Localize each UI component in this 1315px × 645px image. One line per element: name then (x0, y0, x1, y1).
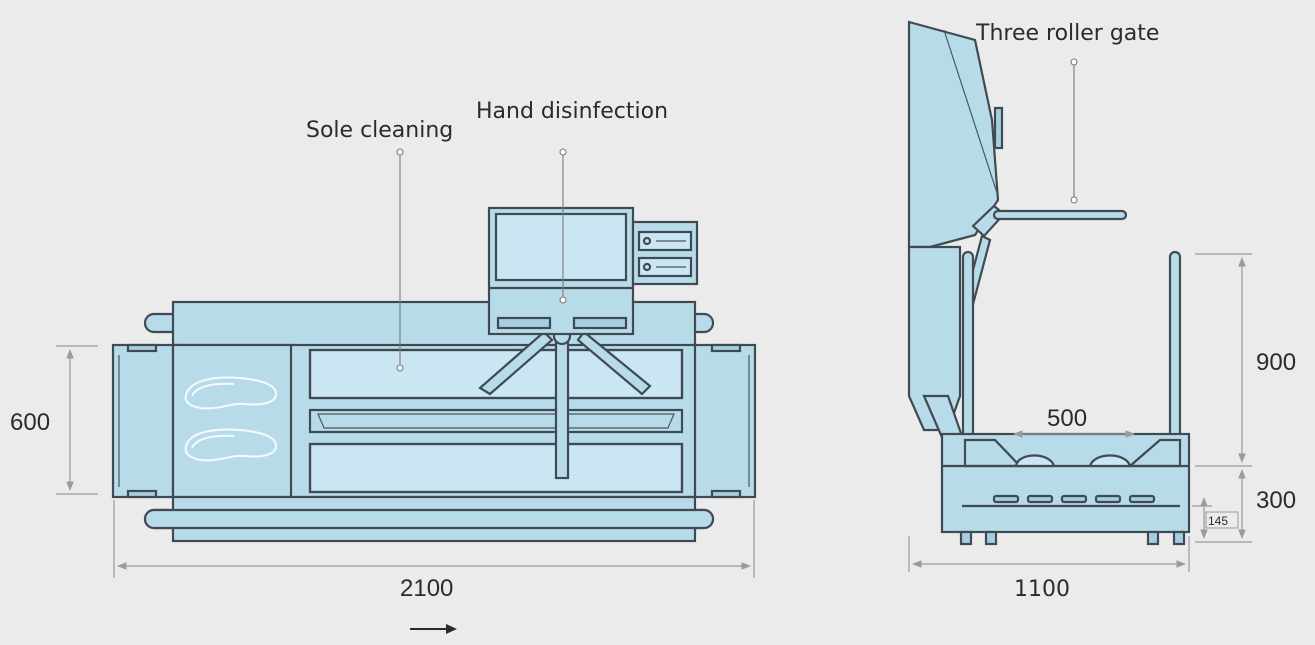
roller-spacing-dimension: 500 (1047, 405, 1087, 432)
roller (1014, 454, 1056, 468)
sole-cleaning-tray-lower (308, 442, 684, 494)
base-height-dimension: 300 (1256, 487, 1296, 514)
leveling-foot (1172, 530, 1186, 546)
three-roller-gate-label: Three roller gate (975, 21, 1159, 46)
leveling-foot (959, 530, 973, 546)
disinfection-chamber (494, 212, 628, 282)
nozzle-slot (496, 316, 552, 330)
walk-direction-arrow-icon (446, 624, 457, 634)
dry-zone (171, 343, 293, 499)
roller (1088, 454, 1132, 468)
top-view: Sole cleaning Hand disinfection 600 2100 (10, 99, 757, 634)
step-height-dimension: 145 (1208, 514, 1228, 528)
ramp-clip (126, 489, 158, 499)
nozzle-slot (572, 316, 628, 330)
exit-ramp (691, 343, 757, 499)
leveling-foot (984, 530, 998, 546)
center-channel (308, 408, 684, 434)
depth-dimension: 1100 (1014, 577, 1070, 602)
footprint-icon (184, 376, 277, 462)
turnstile-arm (992, 209, 1128, 221)
side-view: Three roller gate 500 900 300 145 1100 (907, 20, 1296, 602)
handrail-height-dimension: 900 (1256, 349, 1296, 376)
sole-cleaning-label: Sole cleaning (306, 118, 453, 143)
leveling-foot (1146, 530, 1160, 546)
gate-cabinet-upper (907, 20, 1000, 249)
ramp-clip (126, 343, 158, 353)
turnstile-arms (478, 326, 652, 480)
card-reader (993, 106, 1004, 150)
width-dimension: 600 (10, 409, 50, 436)
length-dimension: 2100 (400, 575, 453, 602)
hand-disinfection-label: Hand disinfection (476, 99, 668, 124)
ramp-clip (710, 489, 742, 499)
entry-ramp (111, 343, 177, 499)
ramp-clip (710, 343, 742, 353)
